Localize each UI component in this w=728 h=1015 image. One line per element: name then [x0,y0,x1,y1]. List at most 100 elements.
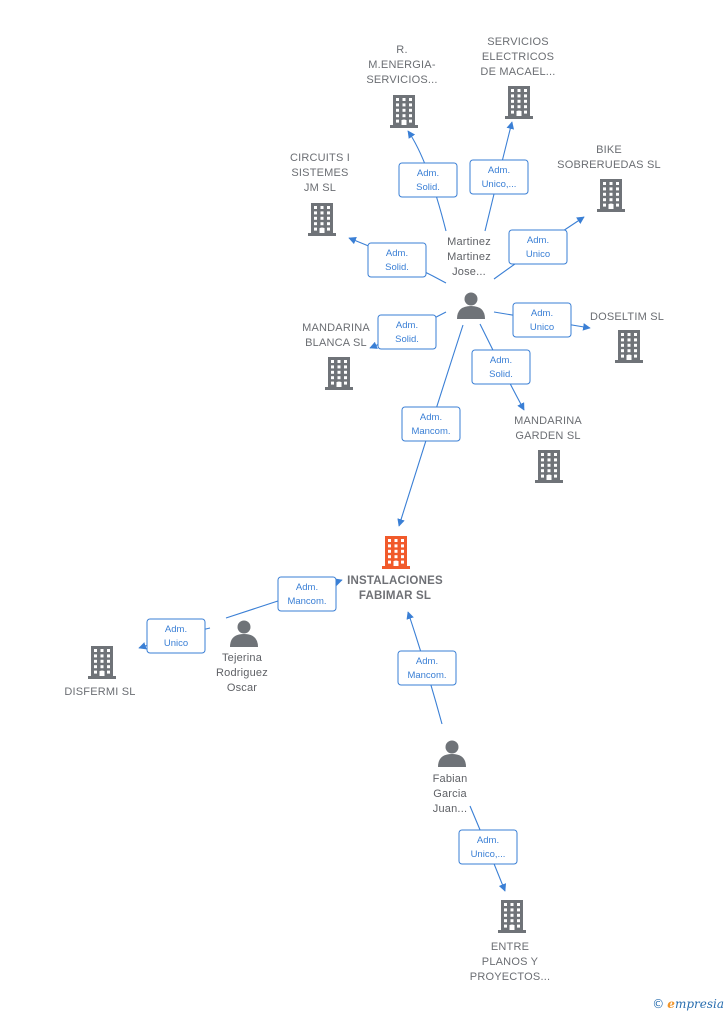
edge-e-mand-blanca: Adm.Solid. [369,311,447,350]
role-label: Mancom. [411,426,450,437]
company-node-mandarina-garden[interactable]: MANDARINA GARDEN SL [514,415,582,483]
person-node-martinez[interactable]: MartinezMartinezJose... [447,236,491,319]
role-badge[interactable]: Adm. Mancom. [401,406,461,442]
node-label: SISTEMES [291,167,348,179]
role-label: Unico,... [482,179,517,190]
edge-e-entre-planos: Adm. Unico,... [458,805,518,892]
role-label: Adm. [490,355,512,366]
role-label: Unico [530,322,554,333]
edge-e-fabian-inst: Adm. Mancom. [397,611,457,725]
company-node-mandarina-blanca[interactable]: MANDARINA BLANCA SL [302,322,370,390]
edges-layer: Adm.Solid.Adm.Unico,...Adm.Solid.Adm.Uni… [138,121,591,892]
building-icon [535,450,563,483]
role-label: Unico [164,638,188,649]
building-icon [615,330,643,363]
role-label: Solid. [385,262,409,273]
node-label: Fabian [433,773,468,785]
building-icon [505,86,533,119]
edge-e-martinez-inst: Adm. Mancom. [397,324,464,527]
role-badge[interactable]: Adm.Solid. [377,314,437,350]
company-node-circuits[interactable]: CIRCUITS I SISTEMES JM SL [290,152,350,236]
role-badge[interactable]: Adm. Unico,... [469,159,529,195]
edge-e-circuits: Adm. Solid. [348,236,447,284]
copyright-symbol: © [652,997,665,1011]
edge-e-mand-garden: Adm. Solid. [471,323,531,411]
company-node-r-energia[interactable]: R.M.ENERGIA-SERVICIOS... [366,44,437,128]
node-label: BLANCA SL [305,337,367,349]
role-label: Adm. [531,308,553,319]
node-label: INSTALACIONES [347,575,443,587]
role-badge[interactable]: Adm. Solid. [367,242,427,278]
node-label: CIRCUITS I [290,152,350,164]
company-node-entre-planos[interactable]: ENTRE PLANOS Y PROYECTOS... [470,900,550,983]
role-label: Mancom. [287,596,326,607]
node-label: Martinez [447,236,491,248]
building-icon [308,203,336,236]
node-label: ENTRE [491,941,529,953]
building-icon [498,900,526,933]
building-icon [88,646,116,679]
role-badge[interactable]: Adm. Unico [146,618,206,654]
role-label: Adm. [527,235,549,246]
node-label: Rodriguez [216,667,268,679]
person-icon [457,292,485,319]
role-label: Adm. [386,248,408,259]
company-node-disfermi[interactable]: DISFERMI SL [64,646,135,698]
node-label: Tejerina [222,652,263,664]
building-icon [597,179,625,212]
building-icon [382,536,410,569]
role-label: Mancom. [407,670,446,681]
role-label: Solid. [489,369,513,380]
role-label: Adm. [488,165,510,176]
node-label: R. [396,44,407,56]
role-badge[interactable]: Adm. Unico [508,229,568,265]
node-label: SERVICIOS [487,36,549,48]
node-label: M.ENERGIA- [368,59,436,71]
role-badge[interactable]: Adm. Unico [512,302,572,338]
role-label: Unico [526,249,550,260]
edge-e-doseltim: Adm. Unico [493,302,591,338]
role-badge[interactable]: Adm. Mancom. [397,650,457,686]
person-icon [230,620,258,647]
role-label: Adm. [416,656,438,667]
role-badge[interactable]: Adm. Solid. [471,349,531,385]
role-badge[interactable]: Adm.Solid. [398,162,458,198]
node-label: JM SL [304,182,336,194]
edge-e-serv-elec: Adm. Unico,... [469,121,529,232]
node-label: Garcia [433,788,467,800]
role-label: Adm. [165,624,187,635]
node-label: Oscar [227,682,257,694]
node-label: Martinez [447,251,491,263]
role-label: Unico,... [471,849,506,860]
node-label: PROYECTOS... [470,971,550,983]
person-node-fabian[interactable]: FabianGarciaJuan... [433,740,468,816]
role-label: Adm. [417,168,439,179]
edge-e-r-energia: Adm.Solid. [398,130,458,232]
node-label: GARDEN SL [515,430,580,442]
brand-name: mpresia [674,997,724,1011]
role-badge[interactable]: Adm. Mancom. [277,576,337,612]
role-label: Adm. [296,582,318,593]
role-label: Adm. [477,835,499,846]
edge-e-bike: Adm. Unico [493,216,585,280]
company-node-doseltim[interactable]: DOSELTIM SL [590,311,664,363]
node-label: SOBRERUEDAS SL [557,159,661,171]
role-label: Adm. [420,412,442,423]
role-badge[interactable]: Adm. Unico,... [458,829,518,865]
building-icon [325,357,353,390]
node-label: DISFERMI SL [64,686,135,698]
node-label: ELECTRICOS [482,51,554,63]
node-label: MANDARINA [514,415,582,427]
role-label: Adm. [396,320,418,331]
person-icon [438,740,466,767]
node-label: MANDARINA [302,322,370,334]
edge-e-tejerina-inst: Adm. Mancom. [225,576,343,619]
building-icon [390,95,418,128]
node-label: PLANOS Y [482,956,539,968]
